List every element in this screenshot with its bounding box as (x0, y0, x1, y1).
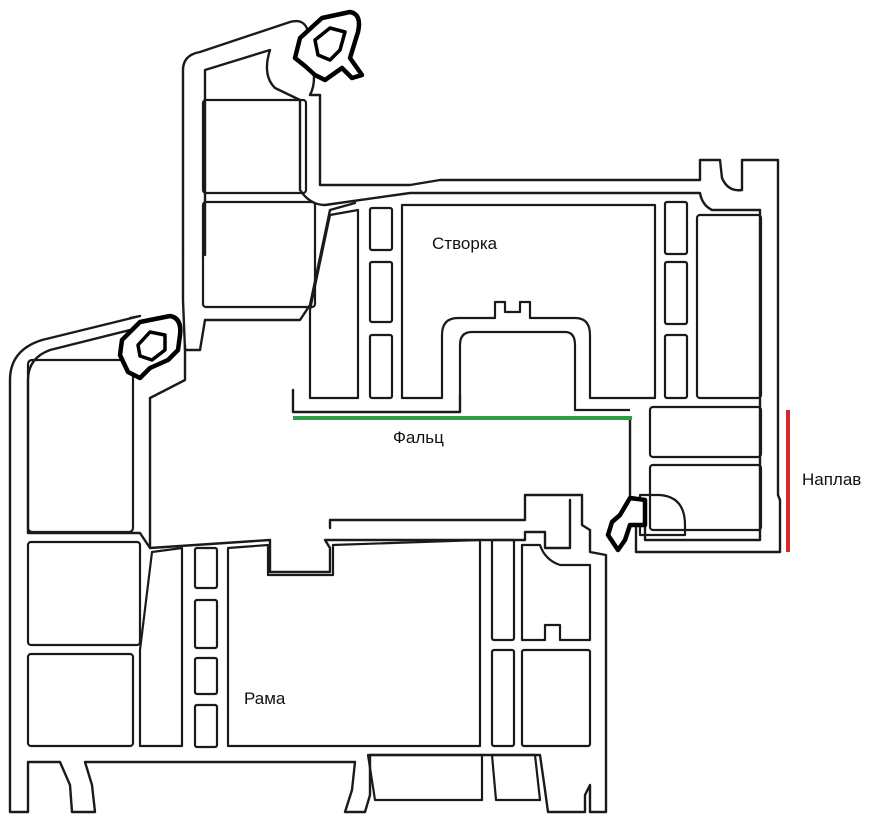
sash-chamber-right-tall (695, 213, 763, 400)
frame-chamber-left-mid (26, 540, 142, 647)
frame-profile (8, 314, 608, 814)
sash-top-gasket (292, 9, 365, 83)
sash-chamber-mid-left (201, 200, 317, 309)
overlap-label: Наплав (802, 470, 861, 489)
frame-label: Рама (244, 689, 286, 708)
sash-gasket-pocket (638, 493, 687, 537)
sash-inner-wall (203, 48, 762, 542)
top-gasket-inner (313, 26, 347, 62)
sash-main-chamber (400, 203, 657, 400)
frame-gasket-inner (136, 330, 167, 362)
frame-chamber-narrow-4 (193, 703, 219, 749)
sash-lower-wall (181, 201, 357, 352)
overlap-gasket-body (605, 495, 648, 553)
sash-chamber-narrow-bottom (368, 333, 394, 400)
frame-chamber-narrow-3 (193, 656, 219, 696)
sash-chamber-right-mid (663, 260, 689, 326)
sash-chamber-narrow-top (368, 206, 394, 252)
frame-chamber-diagonal (138, 546, 184, 748)
frame-top-gasket (117, 313, 183, 381)
sash-chamber-right-top (663, 200, 689, 256)
sash-chamber-overlap-bottom (648, 463, 763, 532)
sash-chamber-upper-left (201, 98, 308, 195)
glazing-channel-left (291, 388, 462, 414)
sash-chamber-narrow-mid (368, 260, 394, 324)
frame-chamber-narrow-2 (193, 598, 219, 650)
glazing-channel (458, 330, 630, 412)
sash-chamber-overlap-top (648, 405, 763, 459)
frame-chamber-right-1 (490, 538, 516, 642)
frame-chamber-narrow-1 (193, 546, 219, 590)
frame-main-chamber (226, 538, 482, 748)
top-gasket-body (292, 9, 365, 83)
frame-chamber-right-2 (490, 648, 516, 748)
sash-profile (181, 19, 782, 554)
frame-chamber-left-bottom (26, 652, 135, 748)
frame-chamber-right-3 (520, 648, 592, 748)
overlap-gasket (605, 495, 648, 553)
rebate-label: Фальц (393, 428, 444, 447)
frame-rebate-wall (148, 343, 187, 550)
sash-chamber-diagonal (308, 208, 360, 400)
sash-chamber-right-bottom (663, 333, 689, 400)
frame-chamber-bottom-right (490, 753, 542, 802)
frame-outer-contour (8, 314, 608, 814)
frame-hardware-groove (520, 543, 592, 642)
sash-label: Створка (432, 234, 498, 253)
frame-gasket-body (117, 313, 183, 381)
frame-inner-wall (26, 328, 572, 574)
frame-chamber-left-top (26, 358, 135, 534)
frame-chamber-bottom-center (366, 753, 484, 802)
